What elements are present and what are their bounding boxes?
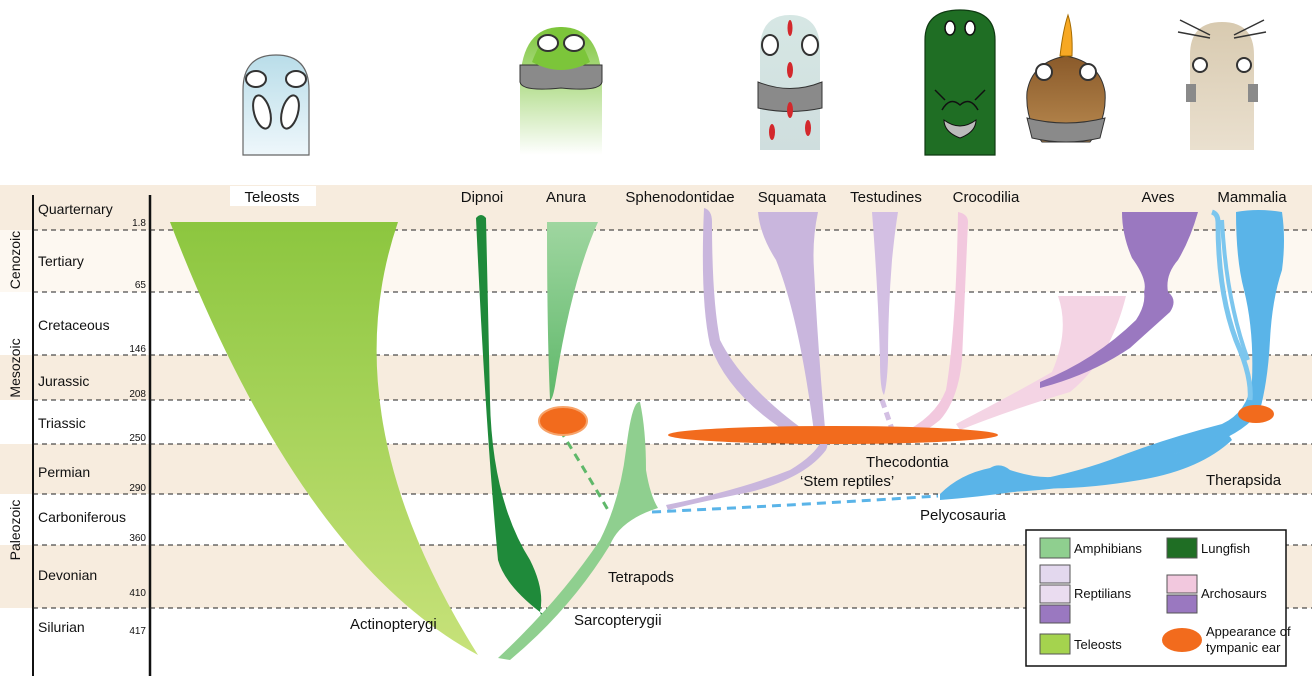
period-name: Quarternary — [38, 201, 113, 217]
boundary-age: 1.8 — [132, 218, 146, 229]
bird-head-illustration — [1027, 15, 1105, 142]
boundary-age: 250 — [129, 433, 146, 444]
legend-swatch-reptilians-2 — [1040, 585, 1070, 603]
boundary-age: 360 — [129, 533, 146, 544]
label-anura: Anura — [546, 189, 587, 206]
period-name: Permian — [38, 464, 90, 480]
label-mammalia: Mammalia — [1217, 189, 1287, 206]
lizard-head-illustration — [758, 15, 822, 150]
legend-swatch-lungfish — [1167, 538, 1197, 558]
period-name: Cretaceous — [38, 317, 110, 333]
label-thecodontia: Thecodontia — [866, 454, 949, 471]
legend-label-lungfish: Lungfish — [1201, 541, 1250, 556]
label-actinopterygi: Actinopterygi — [350, 616, 437, 633]
era-paleozoic: Paleozoic — [7, 500, 23, 561]
label-sphenodontidae: Sphenodontidae — [625, 189, 734, 206]
label-crocodilia: Crocodilia — [953, 189, 1020, 206]
mammal-head-illustration — [1178, 20, 1266, 150]
boundary-age: 65 — [135, 280, 147, 291]
fish-head-illustration — [243, 55, 309, 155]
legend-swatch-teleosts — [1040, 634, 1070, 654]
boundary-age: 290 — [129, 483, 146, 494]
label-teleosts: Teleosts — [244, 189, 299, 206]
legend-swatch-archosaurs-2 — [1167, 595, 1197, 613]
label-pelycosauria: Pelycosauria — [920, 507, 1007, 524]
legend-label-teleosts: Teleosts — [1074, 637, 1122, 652]
era-mesozoic: Mesozoic — [7, 338, 23, 397]
era-cenozoic: Cenozoic — [7, 231, 23, 289]
label-sarcopterygii: Sarcopterygii — [574, 612, 662, 629]
label-dipnoi: Dipnoi — [461, 189, 504, 206]
legend-swatch-amphibians — [1040, 538, 1070, 558]
legend: Amphibians Lungfish Reptilians Archosaur… — [1026, 530, 1291, 666]
legend-label-archosaurs: Archosaurs — [1201, 586, 1267, 601]
label-tetrapods: Tetrapods — [608, 569, 674, 586]
period-name: Carboniferous — [38, 509, 126, 525]
period-name: Devonian — [38, 567, 97, 583]
legend-label-reptilians: Reptilians — [1074, 586, 1132, 601]
crocodile-head-illustration — [925, 10, 995, 155]
label-testudines: Testudines — [850, 189, 922, 206]
label-stem-reptiles: ‘Stem reptiles’ — [800, 473, 894, 490]
legend-swatch-tympanic — [1162, 628, 1202, 652]
legend-label-amphibians: Amphibians — [1074, 541, 1142, 556]
legend-swatch-reptilians-3 — [1040, 605, 1070, 623]
legend-label-tympanic-1: Appearance of — [1206, 624, 1291, 639]
frog-head-illustration — [520, 27, 602, 155]
label-therapsida: Therapsida — [1206, 472, 1282, 489]
period-name: Silurian — [38, 619, 85, 635]
tympanic-ear-mammals — [1238, 405, 1274, 423]
tympanic-ear-reptiles — [668, 426, 998, 444]
boundary-age: 146 — [129, 344, 146, 355]
label-aves: Aves — [1141, 189, 1174, 206]
boundary-age: 417 — [129, 626, 146, 637]
boundary-age: 410 — [129, 588, 146, 599]
legend-swatch-archosaurs-1 — [1167, 575, 1197, 593]
period-name: Jurassic — [38, 373, 89, 389]
legend-swatch-reptilians-1 — [1040, 565, 1070, 583]
period-name: Triassic — [38, 415, 86, 431]
legend-label-tympanic-2: tympanic ear — [1206, 640, 1281, 655]
tympanic-ear-anura — [539, 407, 587, 435]
label-squamata: Squamata — [758, 189, 827, 206]
period-name: Tertiary — [38, 253, 84, 269]
boundary-age: 208 — [129, 389, 146, 400]
